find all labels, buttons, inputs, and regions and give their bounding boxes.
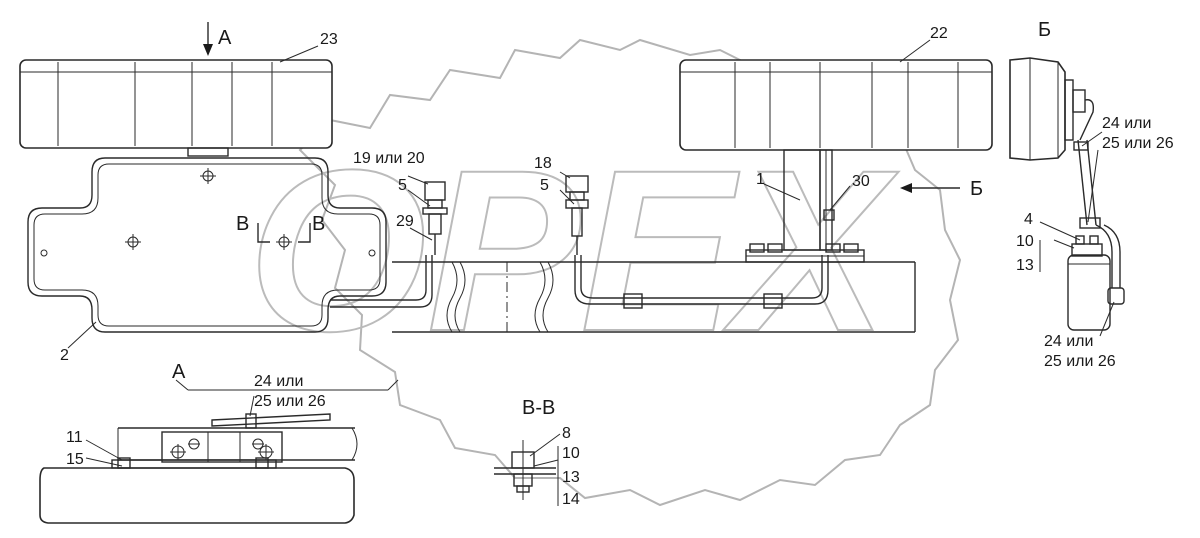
label-29: 29	[396, 213, 414, 230]
sensor-middle	[565, 175, 589, 255]
label-15: 15	[66, 451, 84, 468]
wiring-harness	[330, 255, 829, 309]
lamp-22	[679, 59, 993, 151]
view-a-arrow-label: A	[218, 27, 232, 49]
section-v-left-label: В	[236, 213, 249, 235]
label-13-right: 13	[1016, 257, 1034, 274]
label-13-vv: 13	[562, 469, 580, 486]
view-a-arrow-head	[203, 44, 213, 56]
callout-labels: A 23 22 Б 19 или 20 5 29 18 5 1 30 Б В В…	[60, 19, 1174, 508]
label-8: 8	[562, 425, 571, 442]
section-marks	[257, 223, 311, 243]
section-vv-detail	[494, 440, 556, 500]
view-b-lamp	[1009, 57, 1121, 288]
leader-lines	[67, 39, 1115, 506]
lamp-23	[19, 59, 333, 157]
label-30: 30	[852, 173, 870, 190]
section-v-right-label: В	[312, 213, 325, 235]
label-25-bottom: 25 или 26	[1044, 353, 1116, 370]
label-5-left: 5	[398, 177, 407, 194]
label-18: 18	[534, 155, 552, 172]
label-24-a: 24 или	[254, 373, 303, 390]
label-4: 4	[1024, 211, 1033, 228]
view-arrows	[203, 22, 960, 193]
view-b-sensor-body	[1067, 235, 1125, 331]
lamp-post	[745, 149, 865, 263]
section-vv-title: В-В	[522, 397, 555, 419]
label-24-top: 24 или	[1102, 115, 1151, 132]
label-25-a: 25 или 26	[254, 393, 326, 410]
view-a-lamp	[39, 413, 358, 524]
label-10-right: 10	[1016, 233, 1034, 250]
label-24-bottom: 24 или	[1044, 333, 1093, 350]
view-b-arrow-label: Б	[970, 178, 983, 200]
label-19-20: 19 или 20	[353, 150, 425, 167]
label-10-vv: 10	[562, 445, 580, 462]
label-14: 14	[562, 491, 580, 508]
frame-beam	[392, 261, 916, 333]
label-1: 1	[756, 171, 765, 188]
label-23: 23	[320, 31, 338, 48]
label-25-top: 25 или 26	[1102, 135, 1174, 152]
label-22: 22	[930, 25, 948, 42]
label-2: 2	[60, 347, 69, 364]
label-5-mid: 5	[540, 177, 549, 194]
view-a-title: A	[172, 361, 186, 383]
label-11: 11	[66, 429, 83, 446]
bracket-plate	[27, 157, 387, 333]
sensor-left	[422, 181, 448, 255]
view-b-title: Б	[1038, 19, 1051, 41]
view-b-arrow-head	[900, 183, 912, 193]
